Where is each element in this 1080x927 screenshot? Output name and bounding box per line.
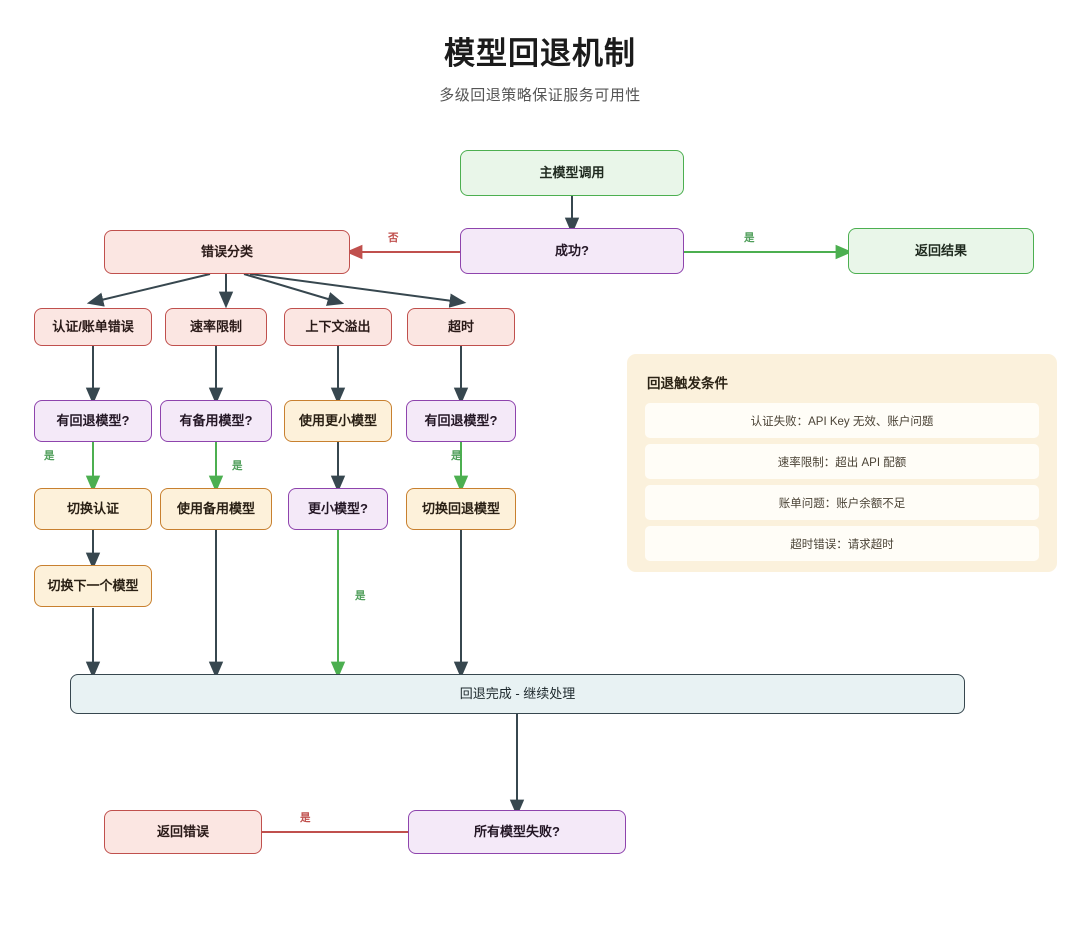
edge-label-all-failed-yes: 是 xyxy=(300,812,311,824)
node-switch-auth[interactable]: 切换认证 xyxy=(34,488,152,530)
page-title: 模型回退机制 xyxy=(444,36,636,71)
node-has-fallback-model-timeout[interactable]: 有回退模型? xyxy=(406,400,516,442)
page-subtitle: 多级回退策略保证服务可用性 xyxy=(439,87,641,104)
panel-item: 认证失败：API Key 无效、账户问题 xyxy=(645,403,1039,438)
node-return-error[interactable]: 返回错误 xyxy=(104,810,262,854)
panel-item: 账单问题：账户余额不足 xyxy=(645,485,1039,520)
edge-label-fallback-yes: 是 xyxy=(451,450,462,462)
node-return-result[interactable]: 返回结果 xyxy=(848,228,1034,274)
node-error-classify[interactable]: 错误分类 xyxy=(104,230,350,274)
edge-label-backup-yes: 是 xyxy=(232,460,243,472)
node-error-context-overflow[interactable]: 上下文溢出 xyxy=(284,308,392,346)
node-switch-next-model[interactable]: 切换下一个模型 xyxy=(34,565,152,607)
edge-label-auth-yes: 是 xyxy=(44,450,55,462)
edge-label-success-no: 否 xyxy=(388,232,399,244)
panel-item: 速率限制：超出 API 配额 xyxy=(645,444,1039,479)
node-error-timeout[interactable]: 超时 xyxy=(407,308,515,346)
node-use-smaller-model[interactable]: 使用更小模型 xyxy=(284,400,392,442)
node-error-rate-limit[interactable]: 速率限制 xyxy=(165,308,267,346)
node-success-decision[interactable]: 成功? xyxy=(460,228,684,274)
node-switch-fallback-model[interactable]: 切换回退模型 xyxy=(406,488,516,530)
panel-item: 超时错误：请求超时 xyxy=(645,526,1039,561)
node-has-fallback-model-auth[interactable]: 有回退模型? xyxy=(34,400,152,442)
node-all-models-failed[interactable]: 所有模型失败? xyxy=(408,810,626,854)
edge-label-smaller-yes: 是 xyxy=(355,590,366,602)
fallback-trigger-panel: 回退触发条件 认证失败：API Key 无效、账户问题 速率限制：超出 API … xyxy=(627,354,1057,572)
edge-label-success-yes: 是 xyxy=(744,232,755,244)
panel-title: 回退触发条件 xyxy=(647,376,728,391)
node-smaller-model-decision[interactable]: 更小模型? xyxy=(288,488,388,530)
node-fallback-complete[interactable]: 回退完成 - 继续处理 xyxy=(70,674,965,714)
node-has-backup-model[interactable]: 有备用模型? xyxy=(160,400,272,442)
node-use-backup-model[interactable]: 使用备用模型 xyxy=(160,488,272,530)
node-error-auth-billing[interactable]: 认证/账单错误 xyxy=(34,308,152,346)
node-primary-model-call[interactable]: 主模型调用 xyxy=(460,150,684,196)
